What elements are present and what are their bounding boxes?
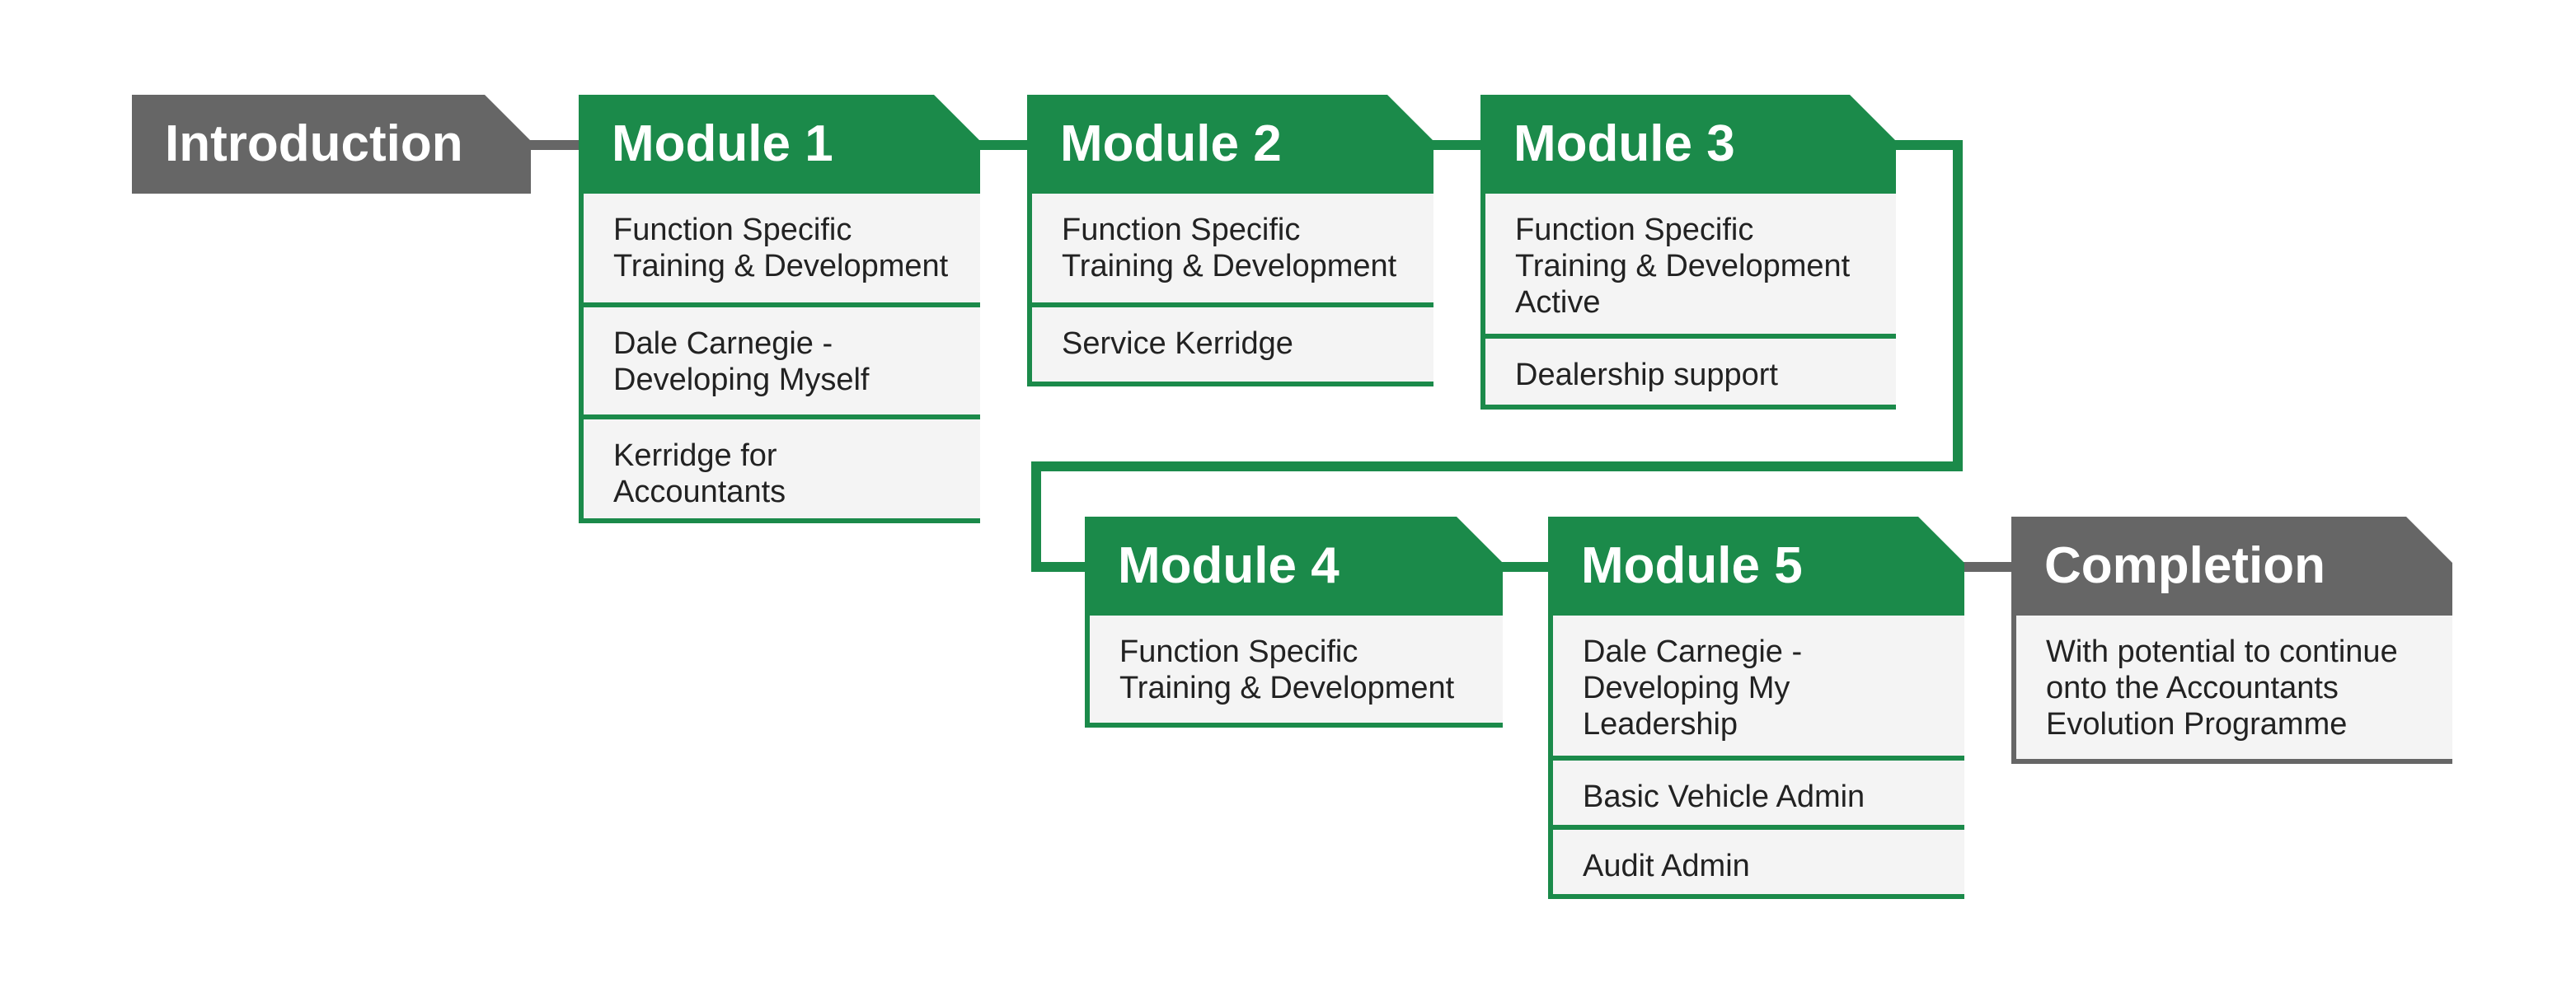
module-5-item: Basic Vehicle Admin (1553, 761, 1964, 830)
module-1-item: Function Specific Training & Development (584, 194, 980, 307)
module-3-items: Function Specific Training & Development… (1480, 194, 1896, 410)
completion-card: Completion With potential to continue on… (2011, 517, 2452, 764)
introduction-title: Introduction (132, 95, 531, 194)
module-5-title: Module 5 (1548, 517, 1964, 616)
module-2-card: Module 2 Function Specific Training & De… (1027, 95, 1433, 386)
module-2-item: Function Specific Training & Development (1032, 194, 1433, 307)
module-5-card: Module 5 Dale Carnegie - Developing My L… (1548, 517, 1964, 899)
module-1-title: Module 1 (579, 95, 980, 194)
module-2-items: Function Specific Training & Development… (1027, 194, 1433, 386)
module-1-card: Module 1 Function Specific Training & De… (579, 95, 980, 523)
module-3-title: Module 3 (1480, 95, 1896, 194)
module-1-item: Kerridge for Accountants (584, 419, 980, 523)
module-5-items: Dale Carnegie - Developing My Leadership… (1548, 616, 1964, 899)
connector-module3-module4 (1031, 140, 1963, 572)
module-4-item: Function Specific Training & Development (1090, 616, 1503, 728)
completion-item: With potential to continue onto the Acco… (2016, 616, 2452, 764)
module-5-item: Dale Carnegie - Developing My Leadership (1553, 616, 1964, 761)
completion-title: Completion (2011, 517, 2452, 616)
module-3-card: Module 3 Function Specific Training & De… (1480, 95, 1896, 410)
module-2-item: Service Kerridge (1032, 307, 1433, 386)
completion-items: With potential to continue onto the Acco… (2011, 616, 2452, 764)
module-1-item: Dale Carnegie - Developing Myself (584, 307, 980, 419)
module-2-title: Module 2 (1027, 95, 1433, 194)
module-3-item: Function Specific Training & Development… (1485, 194, 1896, 339)
module-1-items: Function Specific Training & Development… (579, 194, 980, 523)
module-3-item: Dealership support (1485, 339, 1896, 410)
module-4-title: Module 4 (1085, 517, 1503, 616)
introduction-card: Introduction (132, 95, 531, 194)
module-4-card: Module 4 Function Specific Training & De… (1085, 517, 1503, 728)
module-5-item: Audit Admin (1553, 830, 1964, 899)
module-4-items: Function Specific Training & Development (1085, 616, 1503, 728)
